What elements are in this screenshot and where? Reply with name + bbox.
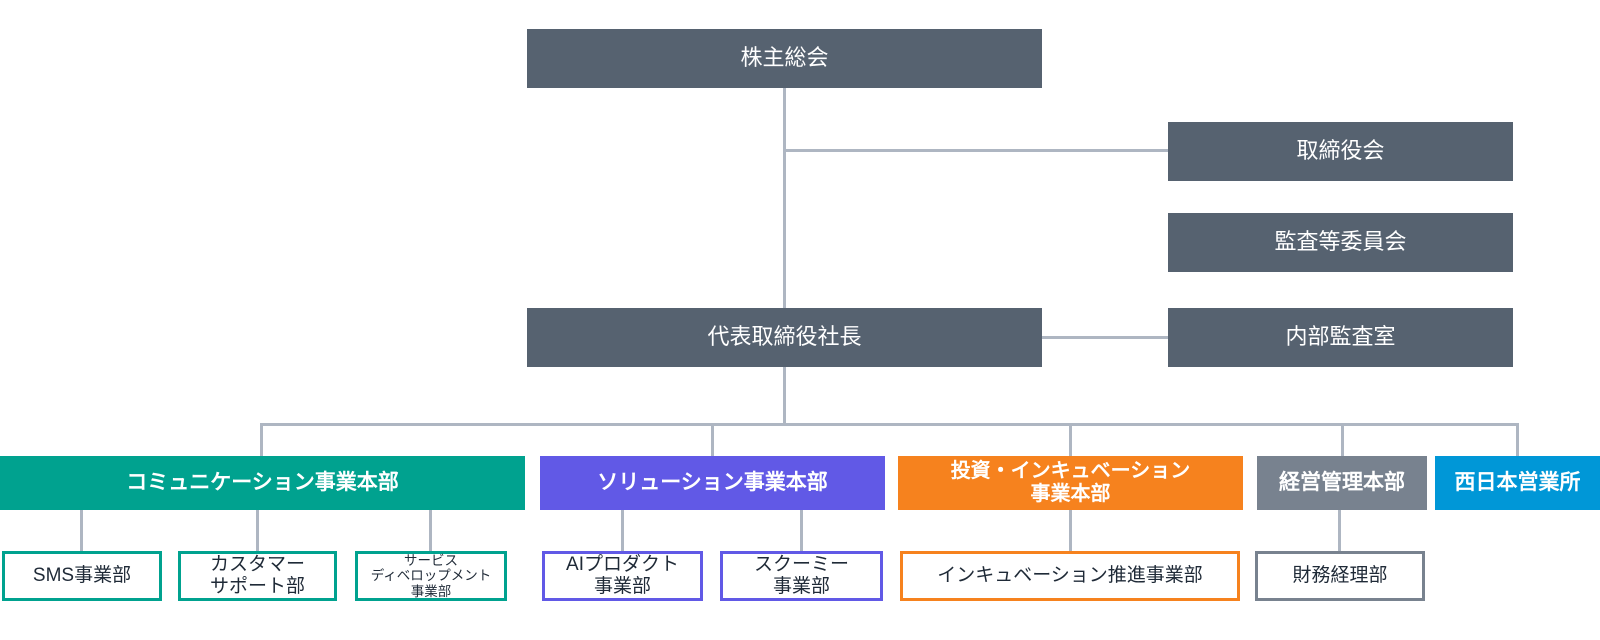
box-board-of-directors: 取締役会 [1168,122,1513,181]
connector-stub-finance [1338,510,1341,551]
box-shareholders-meeting: 株主総会 [527,29,1042,88]
connector-shareholders-to-president [783,88,786,308]
connector-stub-west-japan [1516,423,1519,456]
box-internal-audit-office: 内部監査室 [1168,308,1513,367]
connector-stub-communication [260,423,263,456]
division-box-solution: ソリューション事業本部 [540,456,885,510]
division-box-management: 経営管理本部 [1257,456,1427,510]
connector-stub-schoomy [800,510,803,551]
box-audit-committee: 監査等委員会 [1168,213,1513,272]
connector-stub-ai-product [621,510,624,551]
division-box-west-japan-office: 西日本営業所 [1435,456,1600,510]
connector-stub-investment [1069,423,1072,456]
connector-trunk [260,423,1519,426]
connector-stub-incubation [1069,510,1072,551]
connector-president-to-trunk [783,367,786,424]
division-box-investment-incubation: 投資・インキュベーション 事業本部 [898,456,1243,510]
division-box-communication: コミュニケーション事業本部 [0,456,525,510]
connector-president-to-internal-audit [1042,336,1168,339]
box-president: 代表取締役社長 [527,308,1042,367]
connector-stub-sms [80,510,83,551]
dept-box-finance-accounting: 財務経理部 [1255,551,1425,601]
dept-box-schoomy: スクーミー 事業部 [720,551,883,601]
connector-stub-customer-support [256,510,259,551]
connector-branch-to-board [784,149,1168,152]
connector-stub-management [1341,423,1344,456]
dept-box-sms: SMS事業部 [2,551,162,601]
dept-box-incubation-promotion: インキュベーション推進事業部 [900,551,1240,601]
connector-stub-service-development [429,510,432,551]
dept-box-customer-support: カスタマー サポート部 [178,551,337,601]
dept-box-ai-product: AIプロダクト 事業部 [542,551,703,601]
connector-stub-solution [711,423,714,456]
dept-box-service-development: サービス ディベロップメント 事業部 [355,551,507,601]
